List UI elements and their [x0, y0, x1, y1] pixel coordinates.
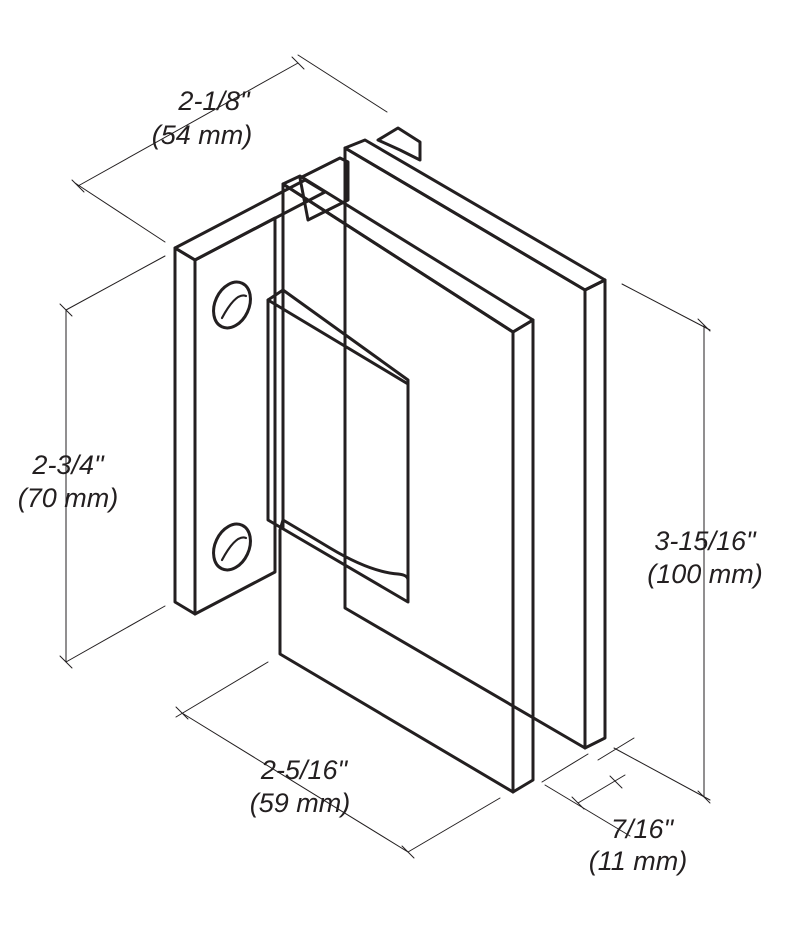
glass-gap-metric-label: (11 mm)	[589, 846, 688, 876]
dim-glass-gap-line	[541, 737, 635, 837]
dimension-labels: 2-1/8" (54 mm) 2-3/4" (70 mm) 3-15/16" (…	[18, 86, 763, 876]
depth-imperial-label: 2-5/16"	[260, 755, 349, 785]
depth-metric-label: (59 mm)	[250, 788, 351, 818]
overall-height-metric-label: (100 mm)	[647, 559, 763, 589]
plate-height-imperial-label: 2-3/4"	[31, 450, 105, 480]
dim-depth-line	[175, 661, 501, 859]
glass-gap-imperial-label: 7/16"	[611, 814, 675, 844]
top-width-imperial-label: 2-1/8"	[177, 86, 251, 116]
top-width-metric-label: (54 mm)	[152, 120, 253, 150]
hinge-body	[173, 126, 607, 794]
overall-height-imperial-label: 3-15/16"	[654, 526, 757, 556]
back-clamp-plate	[343, 126, 607, 750]
mounting-hole-bottom	[212, 522, 252, 572]
dim-top-width-line	[71, 54, 388, 243]
dimension-lines	[59, 54, 711, 859]
mounting-hole-top	[212, 280, 252, 330]
dim-plate-height-line	[59, 255, 166, 669]
wall-mount-plate	[173, 156, 350, 616]
hinge-cover	[266, 288, 410, 604]
plate-height-metric-label: (70 mm)	[18, 483, 119, 513]
dim-overall-height-line	[613, 283, 711, 804]
